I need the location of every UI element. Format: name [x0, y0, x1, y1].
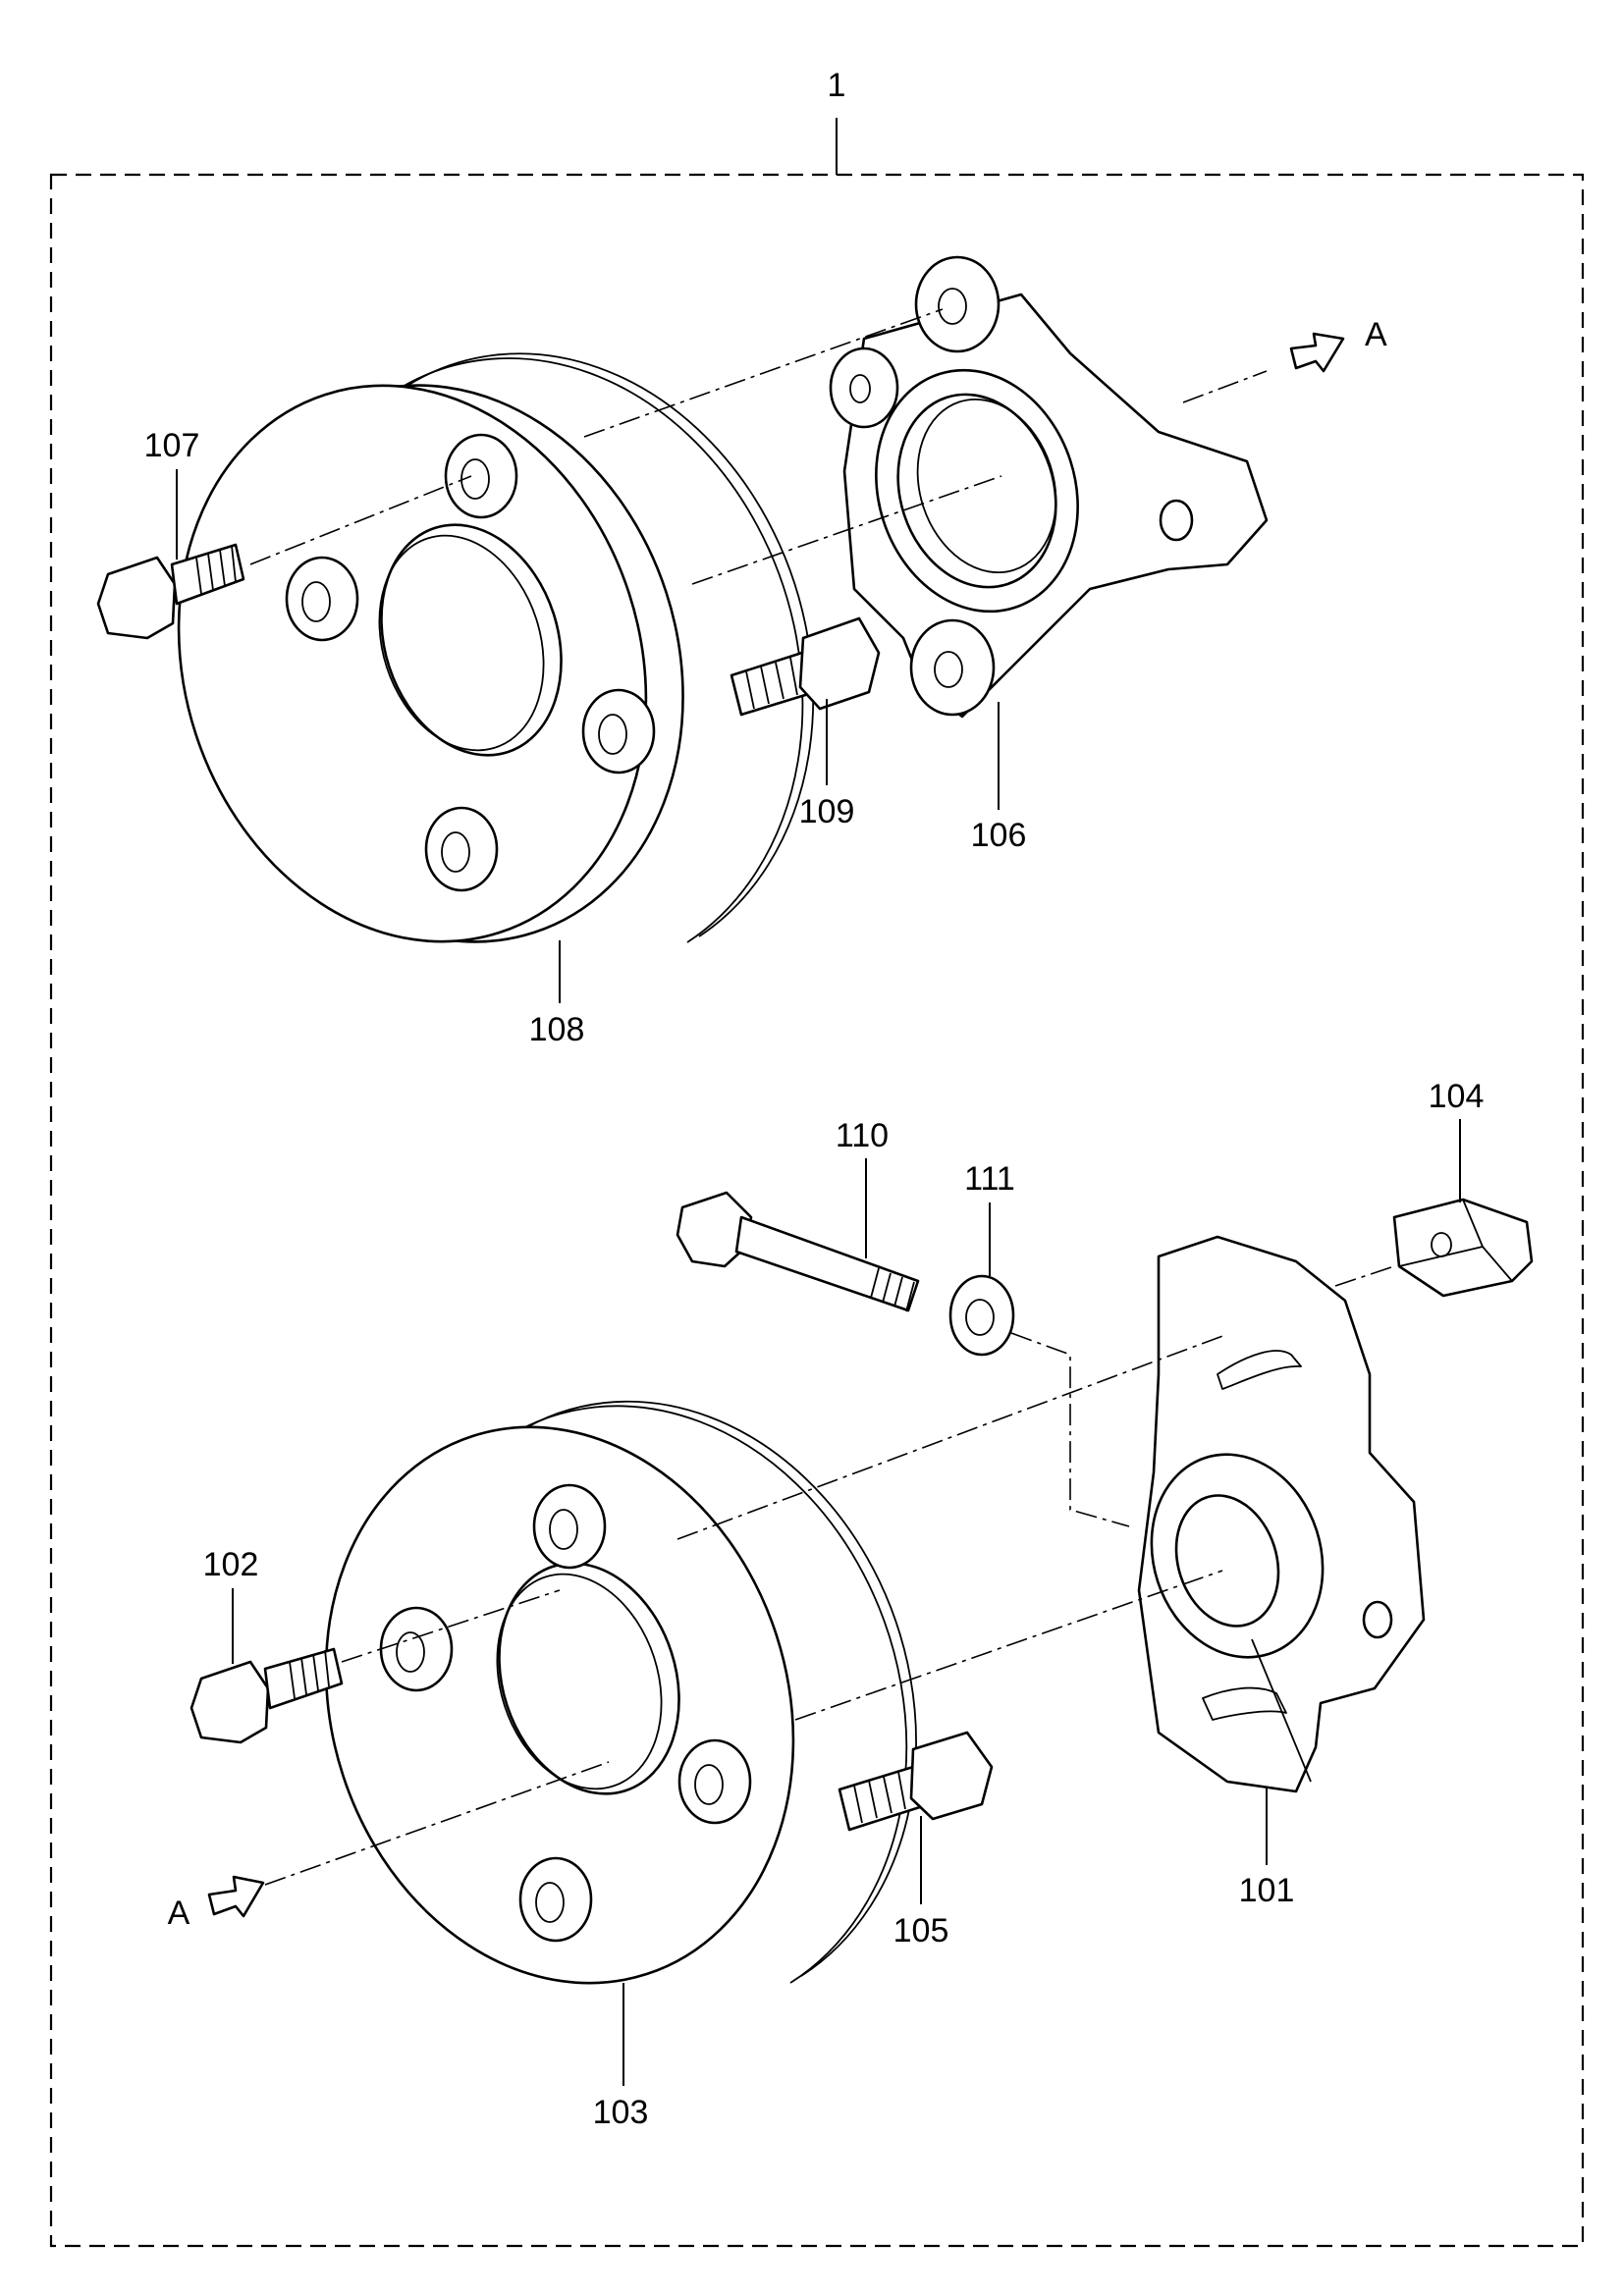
axis-line	[583, 308, 944, 438]
part-102-hex-bolt	[189, 1647, 344, 1744]
part-103-flexible-disc	[324, 1400, 917, 1985]
part-109-cap-screw	[730, 616, 881, 717]
part-label-102: 102	[203, 1546, 259, 1583]
part-label-106: 106	[971, 817, 1027, 854]
part-label-104: 104	[1429, 1078, 1485, 1115]
part-105-cap-screw	[838, 1731, 994, 1832]
part-label-108: 108	[529, 1011, 585, 1048]
axis-line	[794, 1570, 1223, 1721]
part-label-110: 110	[836, 1117, 889, 1154]
view-marker-upper: A	[1365, 316, 1387, 353]
part-111-washer	[948, 1274, 1015, 1357]
part-label-101: 101	[1239, 1872, 1295, 1909]
part-label-109: 109	[799, 793, 855, 830]
part-label-111: 111	[964, 1160, 1015, 1198]
axis-line	[1334, 1265, 1395, 1287]
assembly-number: 1	[828, 67, 846, 104]
part-110-socket-bolt	[676, 1191, 920, 1312]
assembly-boundary	[49, 173, 1585, 2248]
axis-line	[1010, 1332, 1130, 1527]
part-label-103: 103	[593, 2094, 649, 2131]
part-106-flange-housing	[829, 255, 1269, 719]
part-101-clamp-hub	[1137, 1235, 1426, 1793]
axis-line	[676, 1334, 1226, 1540]
part-label-105: 105	[893, 1912, 949, 1949]
axis-line	[341, 1589, 561, 1663]
part-label-107: 107	[144, 427, 200, 464]
part-104-square-nut	[1392, 1198, 1534, 1298]
view-arrow-lower	[207, 1875, 265, 1918]
axis-line	[264, 1761, 610, 1886]
part-107-hex-bolt	[96, 543, 245, 640]
axis-line	[691, 475, 1002, 585]
view-arrow-upper	[1289, 332, 1345, 373]
axis-line	[1182, 370, 1268, 403]
axis-line	[249, 475, 472, 565]
view-marker-lower: A	[168, 1895, 190, 1932]
part-108-flexible-disc	[177, 352, 815, 943]
